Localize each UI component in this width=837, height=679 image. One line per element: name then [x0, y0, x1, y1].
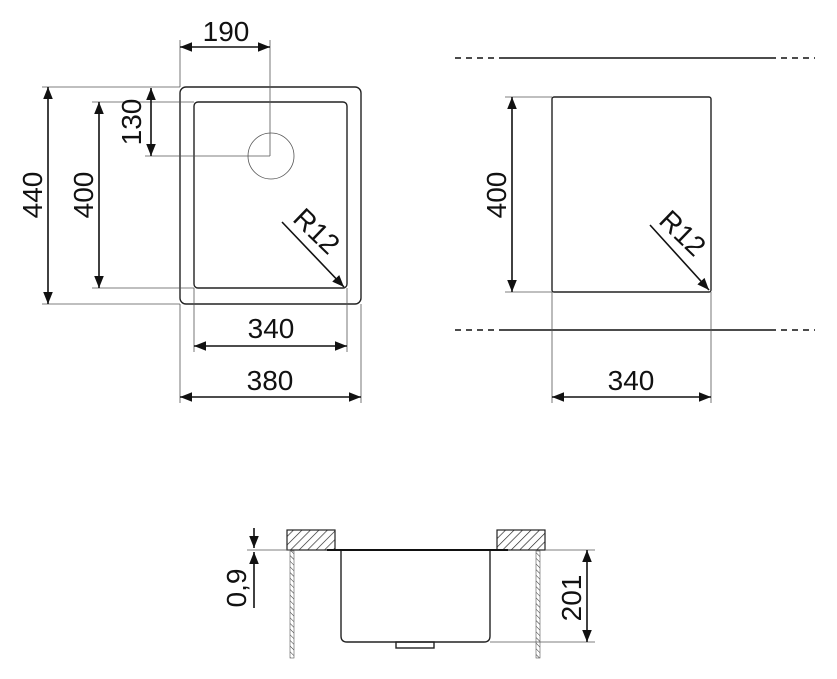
sink-bowl-section [340, 551, 491, 643]
dim-label-190: 190 [203, 16, 250, 47]
dim-label-400: 400 [68, 172, 99, 219]
countertop-right-hatch [496, 529, 546, 551]
sink-bowl-outline [193, 101, 348, 289]
cutout-radius-leader [649, 224, 710, 291]
cutout-outline [551, 96, 712, 293]
sink-outer-outline [179, 86, 362, 305]
drain-outlet [395, 641, 435, 649]
section-view: 201 0,9 [221, 528, 595, 659]
dim-label-cutout-340: 340 [608, 365, 655, 396]
dim-label-440: 440 [17, 172, 48, 219]
cutout-radius-label: R12 [653, 204, 711, 262]
dim-label-340: 340 [248, 313, 295, 344]
radius-leader [281, 221, 345, 288]
top-view: 190 130 400 440 R12 340 380 [17, 16, 362, 403]
cabinet-wall-left [289, 550, 295, 659]
dim-label-cutout-400: 400 [481, 172, 512, 219]
countertop-left-hatch [286, 529, 336, 551]
dim-label-0-9: 0,9 [221, 569, 252, 608]
dim-label-130: 130 [116, 99, 147, 146]
radius-label: R12 [287, 202, 345, 260]
dim-label-201: 201 [556, 575, 587, 622]
cabinet-wall-right [535, 550, 541, 659]
cutout-view: 400 R12 340 [455, 57, 815, 403]
dim-label-380: 380 [247, 365, 294, 396]
